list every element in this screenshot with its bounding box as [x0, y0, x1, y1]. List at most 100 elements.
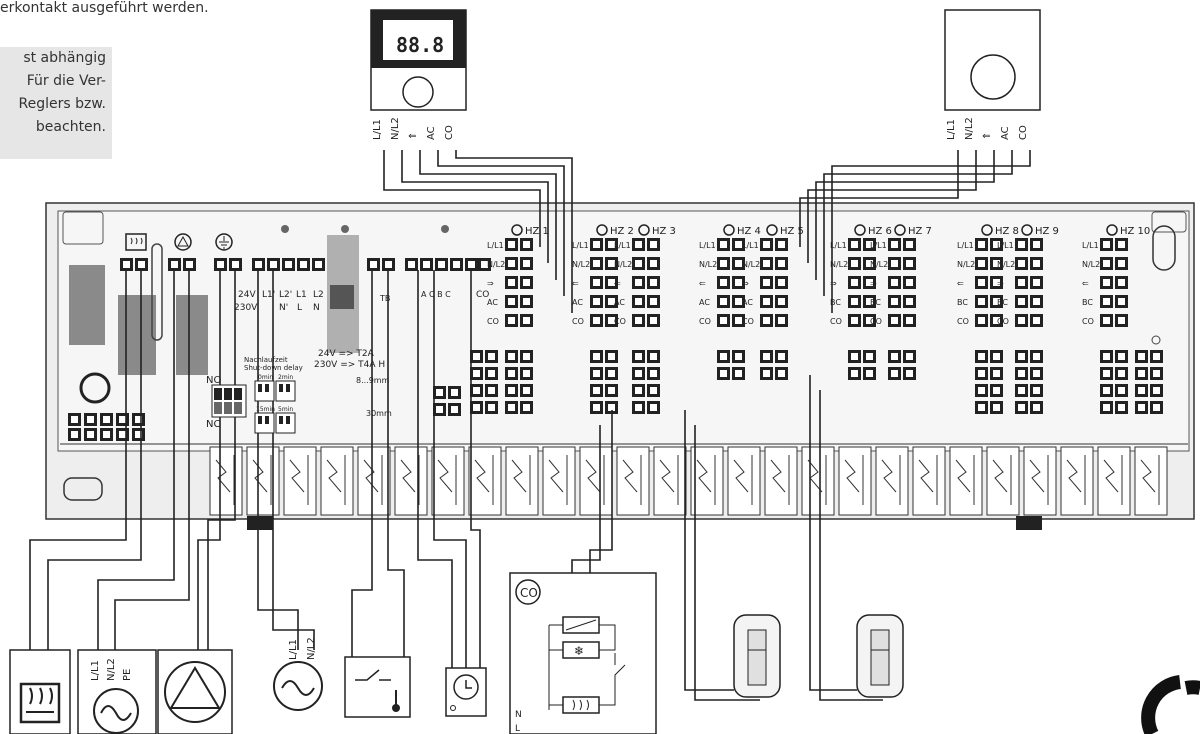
power-terminal[interactable]	[367, 258, 380, 271]
actuator-terminal[interactable]	[990, 401, 1003, 414]
actuator-terminal[interactable]	[975, 401, 988, 414]
actuator-terminal[interactable]	[1100, 350, 1113, 363]
zone-terminal[interactable]	[975, 257, 988, 270]
zone-terminal[interactable]	[632, 276, 645, 289]
zone-terminal[interactable]	[505, 276, 518, 289]
zone-terminal[interactable]	[1015, 295, 1028, 308]
actuator-terminal[interactable]	[990, 350, 1003, 363]
zone-terminal[interactable]	[1015, 314, 1028, 327]
actuator-terminal[interactable]	[590, 401, 603, 414]
zone-terminal[interactable]	[1115, 276, 1128, 289]
zone-terminal[interactable]	[848, 314, 861, 327]
actuator-terminal[interactable]	[632, 384, 645, 397]
actuator-terminal[interactable]	[632, 367, 645, 380]
power-terminal[interactable]	[252, 258, 265, 271]
zone-terminal[interactable]	[520, 295, 533, 308]
zone-terminal[interactable]	[647, 276, 660, 289]
actuator-terminal[interactable]	[605, 350, 618, 363]
zone-terminal[interactable]	[590, 295, 603, 308]
terminal[interactable]	[100, 428, 113, 441]
actuator-terminal[interactable]	[632, 350, 645, 363]
actuator-terminal[interactable]	[590, 367, 603, 380]
zone-terminal[interactable]	[888, 314, 901, 327]
zone-terminal[interactable]	[775, 295, 788, 308]
zone-terminal[interactable]	[760, 257, 773, 270]
actuator-terminal[interactable]	[520, 384, 533, 397]
zone-terminal[interactable]	[775, 257, 788, 270]
zone-terminal[interactable]	[888, 238, 901, 251]
actuator-terminal[interactable]	[1115, 401, 1128, 414]
actuator-terminal[interactable]	[1135, 384, 1148, 397]
zone-terminal[interactable]	[990, 295, 1003, 308]
actuator-terminal[interactable]	[1015, 384, 1028, 397]
power-terminal[interactable]	[120, 258, 133, 271]
actuator-terminal[interactable]	[1135, 401, 1148, 414]
zone-terminal[interactable]	[1100, 238, 1113, 251]
zone-terminal[interactable]	[863, 295, 876, 308]
power-terminal[interactable]	[183, 258, 196, 271]
zone-terminal[interactable]	[605, 314, 618, 327]
zone-terminal[interactable]	[647, 257, 660, 270]
power-terminal[interactable]	[229, 258, 242, 271]
zone-terminal[interactable]	[717, 276, 730, 289]
zone-terminal[interactable]	[605, 295, 618, 308]
actuator-terminal[interactable]	[470, 384, 483, 397]
zone-terminal[interactable]	[1015, 276, 1028, 289]
actuator-terminal[interactable]	[903, 350, 916, 363]
actuator-terminal[interactable]	[1150, 350, 1163, 363]
actuator-terminal[interactable]	[1150, 401, 1163, 414]
zone-terminal[interactable]	[863, 257, 876, 270]
terminal[interactable]	[116, 413, 129, 426]
zone-terminal[interactable]	[1115, 314, 1128, 327]
actuator-terminal[interactable]	[505, 350, 518, 363]
power-terminal[interactable]	[267, 258, 280, 271]
zone-terminal[interactable]	[775, 276, 788, 289]
actuator-terminal[interactable]	[485, 367, 498, 380]
zone-terminal[interactable]	[520, 238, 533, 251]
actuator-terminal[interactable]	[1030, 367, 1043, 380]
zone-terminal[interactable]	[903, 257, 916, 270]
terminal[interactable]	[132, 428, 145, 441]
zone-terminal[interactable]	[990, 257, 1003, 270]
zone-terminal[interactable]	[775, 238, 788, 251]
zone-terminal[interactable]	[590, 314, 603, 327]
zone-terminal[interactable]	[990, 276, 1003, 289]
power-terminal[interactable]	[420, 258, 433, 271]
zone-terminal[interactable]	[1015, 257, 1028, 270]
zone-terminal[interactable]	[760, 238, 773, 251]
zone-terminal[interactable]	[903, 314, 916, 327]
zone-terminal[interactable]	[590, 238, 603, 251]
actuator-terminal[interactable]	[848, 367, 861, 380]
actuator-terminal[interactable]	[647, 367, 660, 380]
zone-terminal[interactable]	[520, 257, 533, 270]
zone-terminal[interactable]	[590, 276, 603, 289]
zone-terminal[interactable]	[717, 314, 730, 327]
zone-terminal[interactable]	[520, 314, 533, 327]
actuator-terminal[interactable]	[470, 401, 483, 414]
dip-switch[interactable]	[211, 384, 247, 418]
zone-terminal[interactable]	[717, 295, 730, 308]
actuator-terminal[interactable]	[605, 401, 618, 414]
actuator-terminal[interactable]	[1135, 367, 1148, 380]
zone-terminal[interactable]	[732, 238, 745, 251]
actuator-terminal[interactable]	[732, 350, 745, 363]
zone-terminal[interactable]	[647, 314, 660, 327]
zone-terminal[interactable]	[863, 314, 876, 327]
actuator-terminal[interactable]	[975, 367, 988, 380]
actuator-terminal[interactable]	[760, 367, 773, 380]
terminal[interactable]	[84, 428, 97, 441]
zone-terminal[interactable]	[903, 238, 916, 251]
zone-terminal[interactable]	[717, 257, 730, 270]
zone-terminal[interactable]	[1100, 314, 1113, 327]
actuator-terminal[interactable]	[888, 350, 901, 363]
actuator-terminal[interactable]	[485, 350, 498, 363]
zone-terminal[interactable]	[1030, 238, 1043, 251]
zone-terminal[interactable]	[975, 238, 988, 251]
zone-terminal[interactable]	[505, 257, 518, 270]
actuator-terminal[interactable]	[605, 367, 618, 380]
zone-terminal[interactable]	[990, 314, 1003, 327]
actuator-terminal[interactable]	[888, 367, 901, 380]
zone-terminal[interactable]	[632, 257, 645, 270]
power-terminal[interactable]	[478, 258, 491, 271]
zone-terminal[interactable]	[732, 314, 745, 327]
